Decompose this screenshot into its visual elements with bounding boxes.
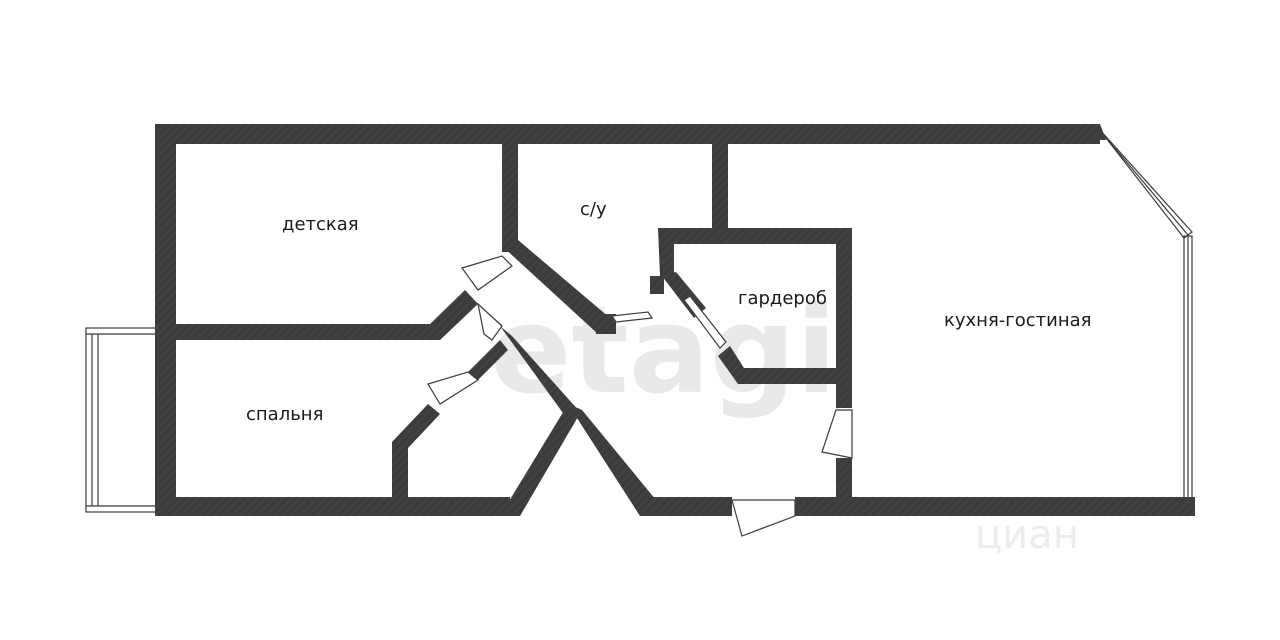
wall-hall-v-left [500, 404, 582, 516]
wall-kids-bath [502, 140, 518, 252]
door-closet [427, 371, 480, 405]
wall-bottom-right [795, 497, 1195, 516]
wall-bath-kitchen [712, 140, 728, 228]
door-wardrobe [683, 295, 727, 349]
door-kitchen [821, 409, 853, 459]
wall-wardrobe-stub [650, 276, 664, 294]
windows [85, 129, 1193, 513]
wall-bottom-middle [640, 497, 732, 516]
wall-top [155, 124, 1100, 144]
wall-closet [392, 404, 440, 497]
wall-left [155, 124, 176, 516]
watermark-cian: циан [975, 512, 1079, 558]
wall-kids-bedroom [176, 290, 478, 340]
room-label-kids: детская [282, 214, 359, 235]
wall-bottom-left [155, 497, 510, 516]
room-label-bathroom: с/у [580, 199, 607, 220]
door-bath [610, 311, 654, 323]
wall-right-stub [1187, 497, 1195, 516]
wall-wardrobe [658, 228, 852, 384]
wall-bath-stub [596, 314, 616, 334]
room-label-wardrobe: гардероб [738, 288, 827, 309]
door-entrance [731, 499, 796, 537]
room-label-bedroom: спальня [246, 404, 323, 425]
door-kids [461, 255, 513, 291]
door-bedroom [477, 302, 503, 341]
room-label-kitchen-living: кухня-гостиная [944, 310, 1091, 331]
wall-hall-v-right [568, 404, 656, 516]
wall-right-top-corner [1090, 124, 1106, 140]
wall-hall-kitchen-top [836, 368, 852, 408]
wall-bath-diagonal [502, 240, 610, 334]
walls [155, 124, 1195, 516]
wall-hall-kitchen-bottom [836, 458, 852, 503]
doors [427, 255, 853, 537]
watermark-etagi: etagi [490, 282, 837, 421]
wall-closet-diag [468, 340, 508, 380]
wall-hall-diagonal-left [500, 326, 580, 420]
window-balcony [85, 327, 157, 513]
